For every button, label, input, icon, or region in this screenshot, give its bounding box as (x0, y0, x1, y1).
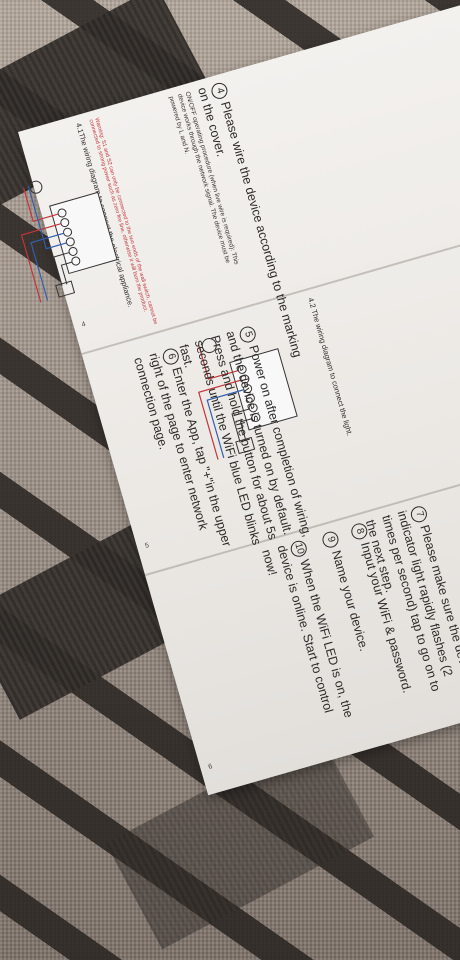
step8-number: 8 (349, 521, 370, 542)
page-number-4: 4 (80, 320, 87, 329)
load-wire (198, 345, 239, 380)
s1-wire (53, 252, 70, 286)
step10-number: 10 (288, 538, 309, 559)
s2-wire (239, 418, 253, 442)
wall-switch-icon (235, 436, 256, 455)
live-wire (20, 223, 62, 303)
neutral-wire (206, 389, 244, 459)
light-bulb-icon (201, 338, 217, 354)
step7-number: 7 (409, 504, 429, 525)
switch-module (49, 191, 118, 275)
page-number-5: 5 (144, 542, 150, 550)
live-wire (197, 379, 242, 460)
step5-number: 5 (237, 324, 258, 345)
step4-number: 4 (209, 80, 230, 101)
neutral-wire-2 (27, 186, 67, 250)
fan-appliance-icon (29, 180, 43, 194)
s2-wire (60, 261, 73, 285)
load-wire (22, 187, 59, 223)
wiring-diagram-appliance (20, 180, 118, 303)
page-number-6: 6 (207, 763, 214, 771)
instruction-sheet: 4Please wire the device according to the… (18, 5, 460, 796)
step6-number: 6 (160, 346, 181, 367)
wiring-diagram-light (197, 338, 298, 460)
neutral-wire (30, 232, 64, 301)
step9-number: 9 (320, 529, 341, 550)
s1-wire (231, 408, 250, 443)
wall-switch-icon (55, 280, 76, 298)
